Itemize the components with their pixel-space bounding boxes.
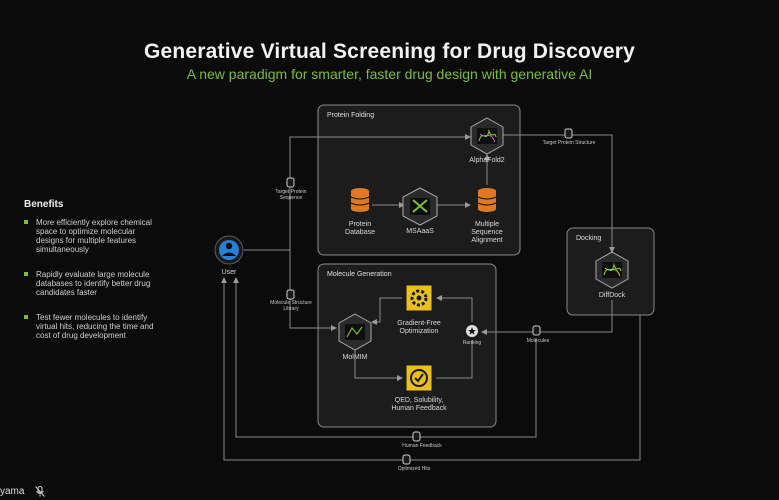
protein-database-label: Protein Database [345, 221, 375, 236]
protein-folding-panel [317, 104, 521, 256]
bullet-marker [24, 315, 28, 319]
benefit-item: Rapidly evaluate large molecule database… [24, 270, 154, 306]
protein-folding-title: Protein Folding [327, 112, 375, 119]
molmim-label: MolMIM [342, 354, 368, 361]
speaker-name-text: yama [0, 486, 25, 498]
benefits-heading: Benefits [24, 199, 64, 210]
document-icon-molecules [532, 325, 541, 336]
msaaas-label: MSAaaS [406, 228, 434, 235]
benefit-text: Test fewer molecules to identify virtual… [36, 313, 154, 340]
target-protein-structure-label: Target Protein Structure [542, 140, 596, 146]
qed-label: QED, Solubility, Human Feedback [391, 397, 447, 412]
alphafold-to-diffdock-line [502, 134, 615, 253]
alphafold-label: AlphaFold2 [469, 157, 505, 164]
mic-muted-icon[interactable] [35, 486, 46, 497]
database-icon-msa [477, 188, 497, 212]
molecule-generation-title: Molecule Generation [327, 271, 392, 278]
check-icon [405, 364, 433, 392]
speaker-name: yama [0, 486, 46, 498]
molecule-model-icon-molmim [338, 313, 372, 351]
branch-up-line [289, 134, 471, 250]
document-icon-target-sequence [286, 177, 295, 188]
document-icon-optimized-hits [402, 454, 411, 465]
user-icon [214, 235, 244, 265]
branch-down-line [289, 250, 337, 331]
document-icon-human-feedback [412, 431, 421, 442]
qed-to-ranking-line [436, 340, 473, 379]
diffdock-to-ranking-line [481, 300, 613, 335]
ranking-to-gradient-line [436, 295, 473, 322]
user-label: User [221, 269, 237, 276]
target-protein-sequence-label: Target Protein Sequence [275, 189, 307, 201]
page-title: Generative Virtual Screening for Drug Di… [143, 40, 635, 63]
tools-icon-msaaas [402, 187, 438, 226]
human-feedback-label: Human Feedback [402, 443, 442, 449]
bullet-marker [24, 220, 28, 224]
document-icon-molecule-library [286, 289, 295, 300]
document-icon-target-structure [564, 128, 573, 139]
optimized-hits-label: Optimized Hits [397, 466, 431, 472]
star-icon [466, 325, 478, 337]
molecule-generation-panel [317, 263, 497, 428]
protein-model-icon-diffdock [595, 251, 629, 289]
protein-model-icon-alphafold [470, 117, 504, 155]
database-icon-protein [350, 188, 370, 212]
benefit-text: Rapidly evaluate large molecule database… [36, 270, 151, 297]
benefit-item: More efficiently explore chemical space … [24, 218, 154, 258]
gear-icon [405, 284, 433, 312]
benefit-text: More efficiently explore chemical space … [36, 218, 152, 254]
diffdock-label: DiffDock [598, 292, 626, 299]
bullet-marker [24, 272, 28, 276]
molecules-label: Molecules [526, 338, 550, 344]
ranking-label: Ranking [462, 340, 482, 346]
molecule-structure-library-label: Molecule Structure Library [270, 300, 312, 312]
molmim-to-qed-line [354, 350, 403, 381]
human-feedback-line [233, 277, 537, 438]
page-subtitle: A new paradigm for smarter, faster drug … [186, 66, 593, 82]
optimized-hits-line [221, 277, 641, 461]
benefit-item: Test fewer molecules to identify virtual… [24, 313, 154, 349]
msa-label: Multiple Sequence Alignment [471, 221, 503, 244]
gradient-free-label: Gradient-Free Optimization [397, 320, 441, 335]
docking-title: Docking [576, 235, 602, 242]
gradient-to-molmim-line [371, 297, 402, 325]
